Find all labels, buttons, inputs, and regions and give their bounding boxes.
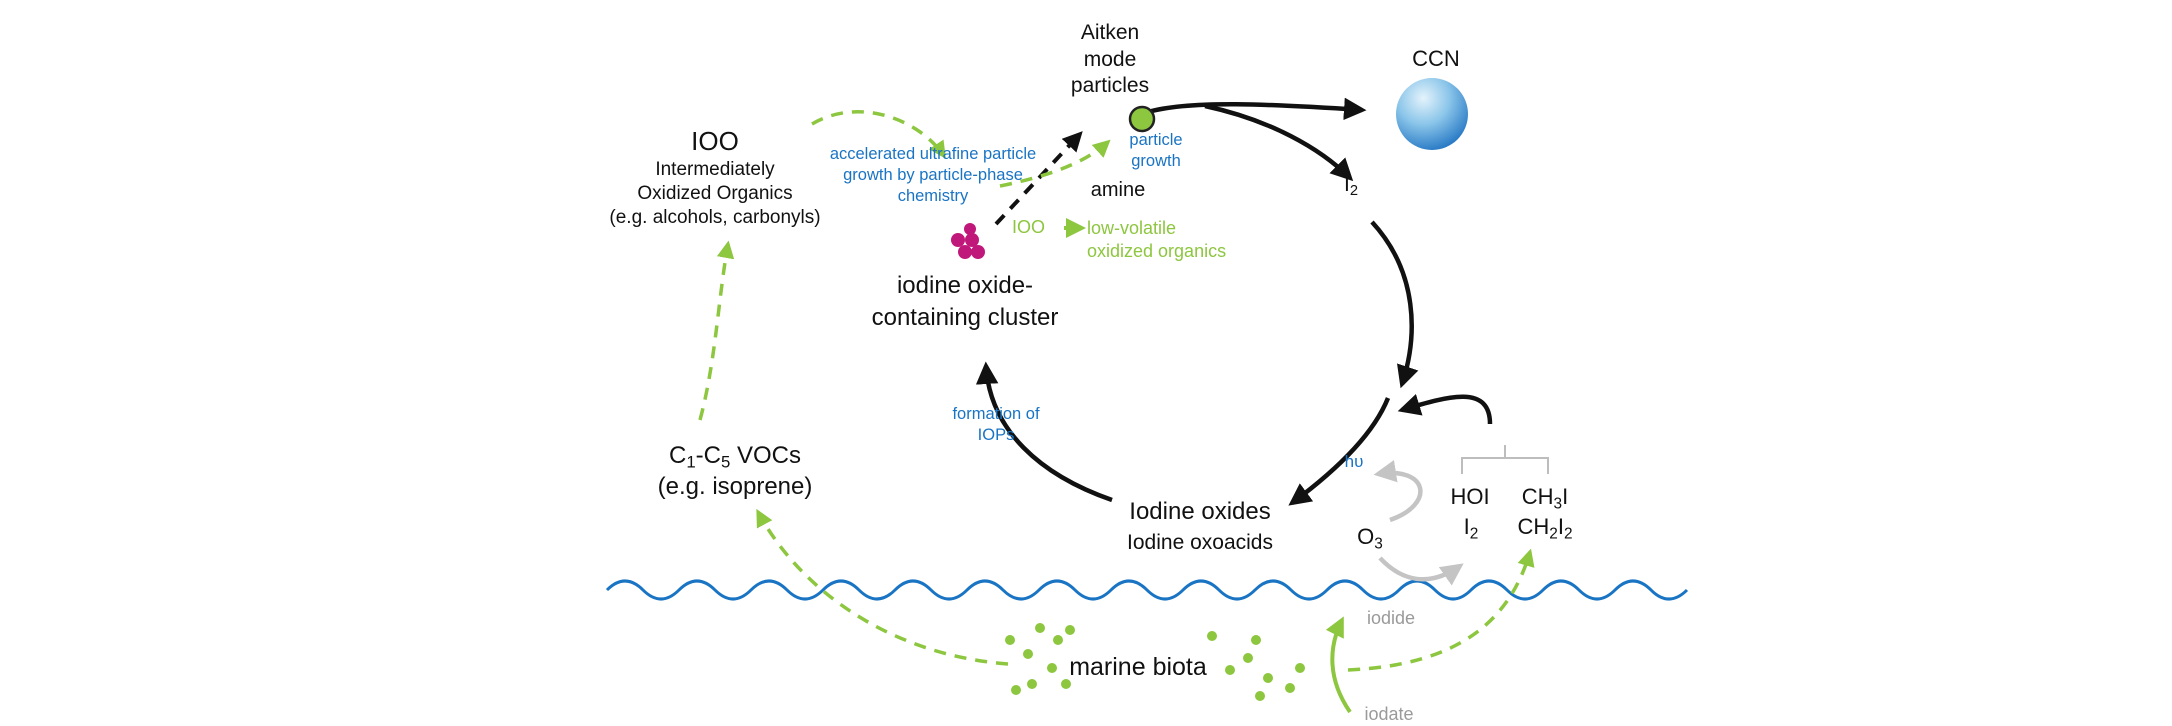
marine-biota-dots	[1005, 623, 1305, 701]
ch2i2-label: CH2I2	[1508, 514, 1582, 543]
i2-sea-label: I2	[1451, 514, 1491, 543]
arrow-iodate-to-iodide	[1325, 616, 1352, 714]
particle-growth-line-1: particle	[1129, 131, 1183, 149]
aitken-particle-dot	[1128, 105, 1156, 133]
accelerated-line-1: accelerated ultrafine particle	[829, 145, 1037, 163]
arrow-gray-to-hv	[1373, 460, 1423, 523]
hv-label: hυ	[1344, 452, 1364, 471]
ocean-surface-wave	[605, 579, 1689, 601]
vocs-c1-sub: 1	[686, 452, 696, 472]
vocs-c5-sub: 5	[720, 452, 731, 472]
accelerated-line-2: growth by particle-phase	[843, 166, 1023, 185]
ch3i-sub: 3	[1553, 495, 1563, 513]
formation-line-2: IOPs	[977, 426, 1015, 445]
low-volatile-line-2: oxidized organics	[1087, 241, 1227, 262]
arrow-i2-to-hv	[1370, 220, 1419, 389]
ch3i-ch: CH	[1521, 484, 1554, 509]
ioo-description: Intermediately Oxidized Organics (e.g. a…	[575, 158, 855, 230]
ch2i2-i: I	[1557, 514, 1564, 539]
o3-base: O	[1357, 524, 1375, 549]
iodine-oxides-label: Iodine oxides	[1129, 498, 1271, 525]
ccn-sphere	[1396, 78, 1468, 150]
ch3i-i: I	[1562, 484, 1569, 509]
ch2i2-ch: CH	[1517, 514, 1550, 539]
iodine-oxide-cluster-icon	[951, 223, 985, 259]
arrow-vocs-to-ioo	[698, 240, 735, 421]
ioo-line-2: Oxidized Organics	[637, 183, 793, 205]
arrow-sea-source-join	[1397, 393, 1493, 425]
ch2i2-sub-a: 2	[1549, 525, 1558, 543]
particle-growth-line-2: growth	[1131, 152, 1181, 171]
arrow-particles-to-ccn	[1147, 97, 1367, 121]
cluster-line-1: iodine oxide-	[896, 272, 1034, 299]
arrow-biota-to-vocs	[756, 508, 1009, 666]
arrow-ioo-to-particles	[999, 139, 1111, 188]
i2-cycle-sub: 2	[1349, 183, 1359, 200]
i2-cycle-base: I	[1344, 173, 1350, 196]
i2-sea-base: I	[1463, 514, 1470, 539]
marine-biota-label: marine biota	[1069, 653, 1207, 681]
iodine-oxoacids-label: Iodine oxoacids	[1127, 531, 1273, 554]
ioo-line-3: (e.g. alcohols, carbonyls)	[609, 207, 821, 229]
arrow-gray-o3-to-hoi	[1378, 556, 1464, 586]
ioo-line-1: Intermediately	[655, 159, 775, 180]
low-volatile-label: low-volatile oxidized organics	[1087, 217, 1257, 264]
vocs-line-2: (e.g. isoprene)	[657, 473, 813, 501]
formation-of-iops-label: formation of IOPs	[936, 404, 1056, 447]
low-volatile-line-1: low-volatile	[1087, 218, 1177, 238]
accelerated-line-3: chemistry	[897, 187, 969, 206]
vocs-line-1: C1-C5 VOCs	[640, 440, 830, 471]
ioo-arrow-left-label: IOO	[1012, 217, 1046, 237]
aitken-line-1: Aitken	[1080, 21, 1140, 44]
i2-cycle-label: I2	[1344, 172, 1384, 200]
vocs-dash-c: -C	[695, 442, 721, 469]
i2-sea-sub: 2	[1469, 525, 1479, 543]
formation-line-1: formation of	[952, 405, 1040, 423]
iodate-label: iodate	[1364, 704, 1414, 724]
vocs-rest: VOCs	[730, 442, 802, 469]
arrow-iodine-oxides-formation	[1288, 397, 1391, 506]
aitken-mode-particles-label: Aitken mode particles	[1040, 20, 1180, 100]
o3-sub: 3	[1374, 535, 1383, 553]
o3-label: O3	[1350, 524, 1390, 553]
ccn-label: CCN	[1412, 46, 1460, 71]
iodide-label: iodide	[1366, 608, 1416, 628]
aitken-line-3: particles	[1070, 74, 1150, 98]
iodine-oxide-cluster-label: iodine oxide- containing cluster	[835, 270, 1095, 334]
hoi-label: HOI	[1450, 484, 1490, 509]
bracket-precursors	[1461, 445, 1549, 474]
aitken-line-2: mode	[1083, 47, 1137, 71]
arrow-oxides-to-cluster	[975, 361, 1113, 503]
particle-growth-label: particle growth	[1116, 130, 1196, 172]
ioo-title: IOO	[691, 126, 739, 156]
arrow-particles-to-i2	[1204, 103, 1354, 182]
vocs-c1-base: C	[668, 442, 687, 469]
ch2i2-sub-b: 2	[1563, 525, 1573, 543]
arrow-accelerated-growth	[811, 110, 946, 159]
accelerated-growth-label: accelerated ultrafine particle growth by…	[808, 144, 1058, 207]
vocs-label: C1-C5 VOCs (e.g. isoprene)	[640, 440, 830, 502]
ch3i-label: CH3I	[1510, 484, 1580, 513]
cluster-line-2: containing cluster	[871, 303, 1059, 331]
arrow-biota-to-organic-iodine	[1347, 548, 1535, 672]
amine-label: amine	[1090, 179, 1146, 201]
